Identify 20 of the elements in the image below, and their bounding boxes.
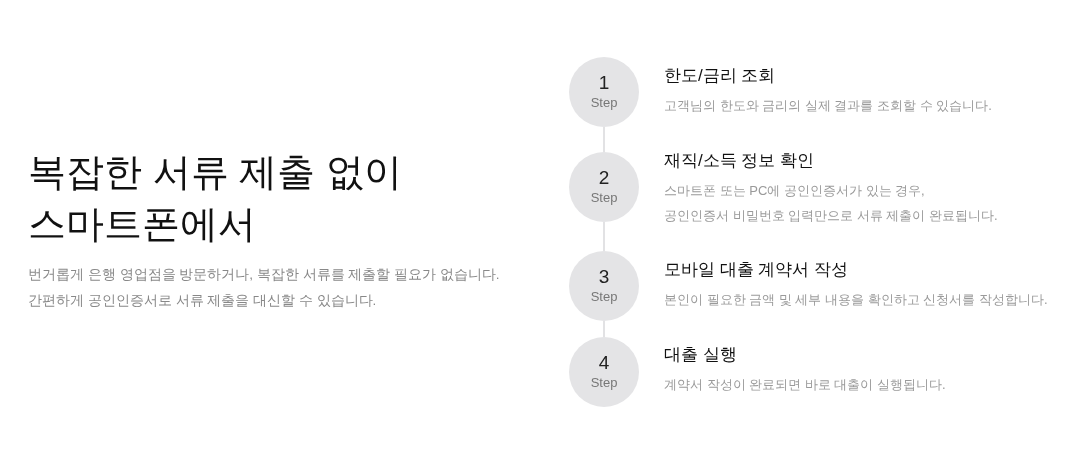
step-number: 1 xyxy=(598,72,610,94)
step-title: 재직/소득 정보 확인 xyxy=(664,150,816,172)
step-description: 본인이 필요한 금액 및 세부 내용을 확인하고 신청서를 작성합니다. xyxy=(664,291,1048,309)
heading-title: 복잡한 서류 제출 없이 스마트폰에서 xyxy=(28,150,403,247)
step-description: 고객님의 한도와 금리의 실제 결과를 조회할 수 있습니다. xyxy=(664,97,992,115)
step-title: 대출 실행 xyxy=(664,344,738,366)
description-text: 번거롭게 은행 영업점을 방문하거나, 복잡한 서류를 제출할 필요가 없습니다. xyxy=(28,266,500,284)
step-number: 3 xyxy=(598,266,610,288)
step-label: Step xyxy=(590,189,618,207)
step-label: Step xyxy=(590,288,618,306)
description-text: 간편하게 공인인증서로 서류 제출을 대신할 수 있습니다. xyxy=(28,292,378,310)
step-label: Step xyxy=(590,374,618,392)
step-description: 공인인증서 비밀번호 입력만으로 서류 제출이 완료됩니다. xyxy=(664,207,998,225)
step-description: 계약서 작성이 완료되면 바로 대출이 실행됩니다. xyxy=(664,376,946,394)
step-number: 4 xyxy=(598,352,610,374)
step-description: 스마트폰 또는 PC에 공인인증서가 있는 경우, xyxy=(664,182,926,200)
step-label: Step xyxy=(590,94,618,112)
step-title: 한도/금리 조회 xyxy=(664,65,777,87)
step-title: 모바일 대출 계약서 작성 xyxy=(664,259,850,281)
step-number: 2 xyxy=(598,167,610,189)
